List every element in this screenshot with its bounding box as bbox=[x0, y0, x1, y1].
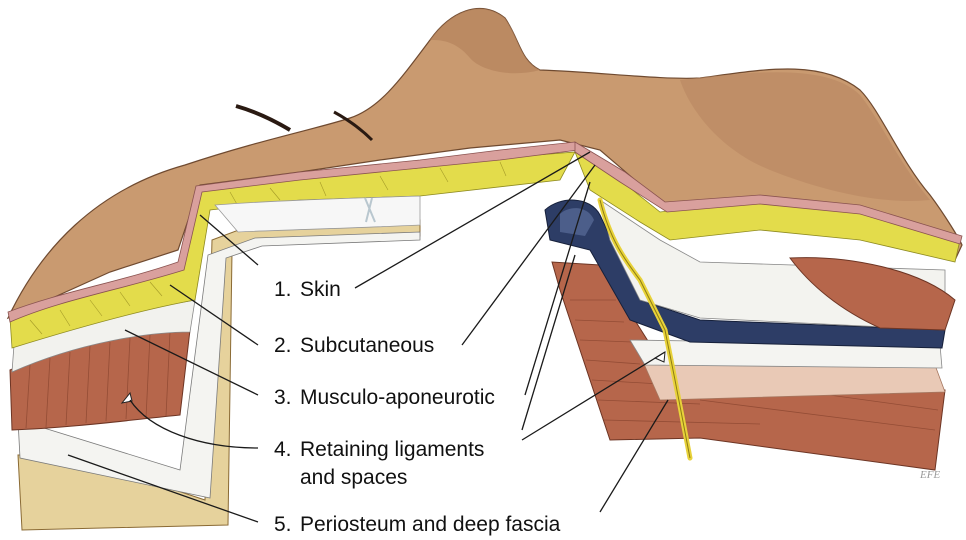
label-retaining-ligaments: Retaining ligaments bbox=[300, 438, 484, 461]
label-periosteum: Periosteum and deep fascia bbox=[300, 513, 561, 536]
label-skin: Skin bbox=[300, 278, 341, 301]
label-musculo-aponeurotic: Musculo-aponeurotic bbox=[300, 386, 495, 409]
label-2-number: 2. bbox=[274, 334, 292, 357]
label-3-number: 3. bbox=[274, 386, 292, 409]
label-4-number: 4. bbox=[274, 438, 292, 461]
right-tissue-block bbox=[544, 141, 963, 471]
leader-lines bbox=[67, 151, 669, 523]
label-and-spaces: and spaces bbox=[300, 466, 407, 489]
face-skin-surface bbox=[6, 8, 963, 320]
layer-labels: 1. Skin 2. Subcutaneous 3. Musculo-apone… bbox=[274, 278, 561, 536]
arrowhead-left bbox=[120, 391, 133, 404]
label-5-number: 5. bbox=[274, 513, 292, 536]
left-tissue-block bbox=[7, 141, 579, 531]
artist-signature: EFE bbox=[919, 469, 940, 481]
label-subcutaneous: Subcutaneous bbox=[300, 334, 434, 357]
label-1-number: 1. bbox=[274, 278, 292, 301]
